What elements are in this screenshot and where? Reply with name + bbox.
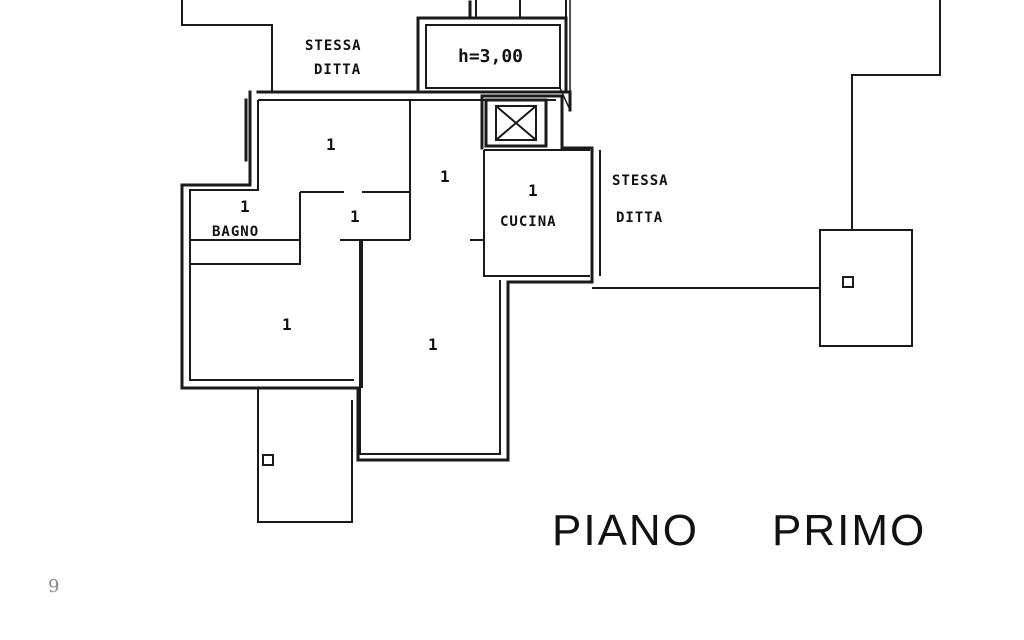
bottom-annex <box>257 388 353 523</box>
neighbor-building-top-left <box>181 0 273 92</box>
room-marker: 1 <box>440 167 450 186</box>
ceiling-height-label: h=3,00 <box>458 46 523 67</box>
plan-title-right: PRIMO <box>772 506 926 555</box>
neighbor-top-label-line1: STESSA <box>305 38 362 54</box>
chimney-icon-right <box>842 276 854 288</box>
room-label-bagno: BAGNO <box>212 224 259 240</box>
neighbor-top-label-line2: DITTA <box>314 62 361 78</box>
room-marker: 1 <box>282 315 292 334</box>
room-label-cucina: CUCINA <box>500 214 557 230</box>
elevator-shaft <box>484 98 548 148</box>
chimney-icon-bottom <box>262 454 274 466</box>
room-marker: 1 <box>528 181 538 200</box>
room-marker: 1 <box>350 207 360 226</box>
neighbor-right-label-line1: STESSA <box>612 173 669 189</box>
neighbor-right-label-line2: DITTA <box>616 210 663 226</box>
room-marker: 1 <box>326 135 336 154</box>
right-annex <box>592 0 941 347</box>
page-mark: 9 <box>48 576 59 597</box>
room-marker: 1 <box>240 197 250 216</box>
plan-title-left: PIANO <box>552 506 699 555</box>
apartment-walls <box>180 90 594 462</box>
room-marker: 1 <box>428 335 438 354</box>
